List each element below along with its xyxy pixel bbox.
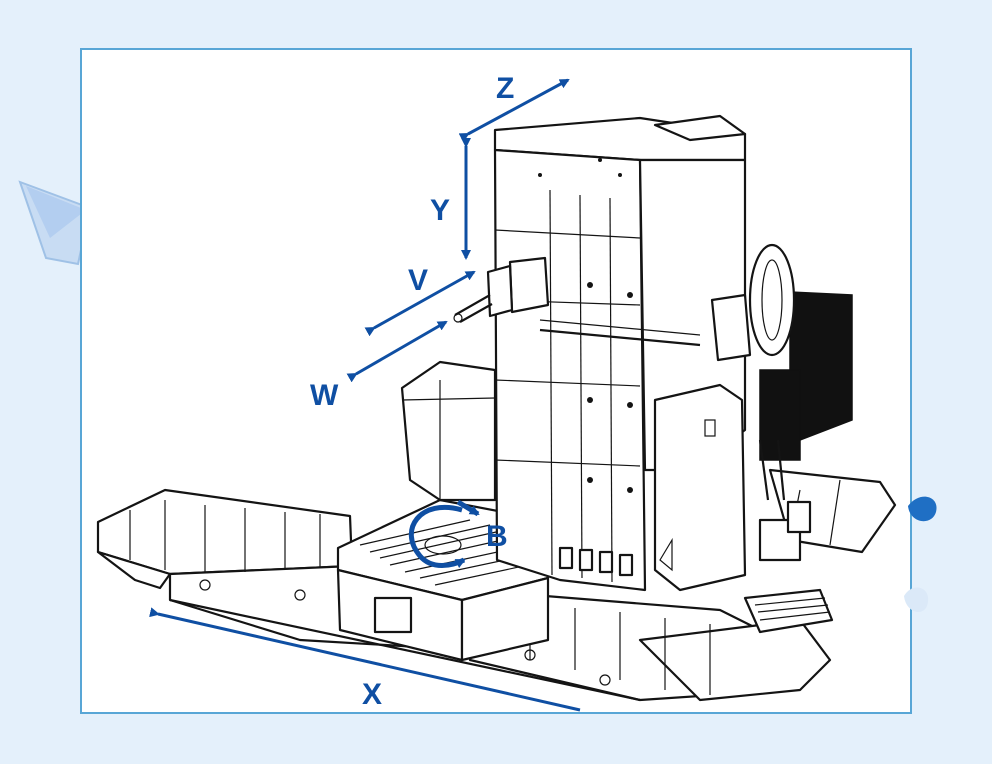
z-axis-arrow [458, 78, 570, 143]
x-axis-label: X [362, 678, 382, 711]
b-axis-label: B [486, 520, 508, 553]
chip-guard [400, 360, 497, 502]
v-axis-label: V [408, 264, 428, 297]
v-axis-arrow [364, 270, 476, 337]
decorative-triangle-shape [18, 180, 92, 266]
electrical-cabinet [653, 383, 747, 592]
w-axis-label: W [310, 379, 339, 412]
x-axis-arrow [149, 607, 581, 712]
decorative-blob-shape [904, 496, 937, 613]
b-axis-rotation-arrow [408, 505, 466, 569]
axis-arrows [149, 78, 581, 712]
tool-magazine [710, 243, 853, 634]
y-axis-label: Y [430, 194, 450, 227]
w-axis-arrow [346, 320, 448, 383]
z-axis-label: Z [496, 72, 514, 105]
